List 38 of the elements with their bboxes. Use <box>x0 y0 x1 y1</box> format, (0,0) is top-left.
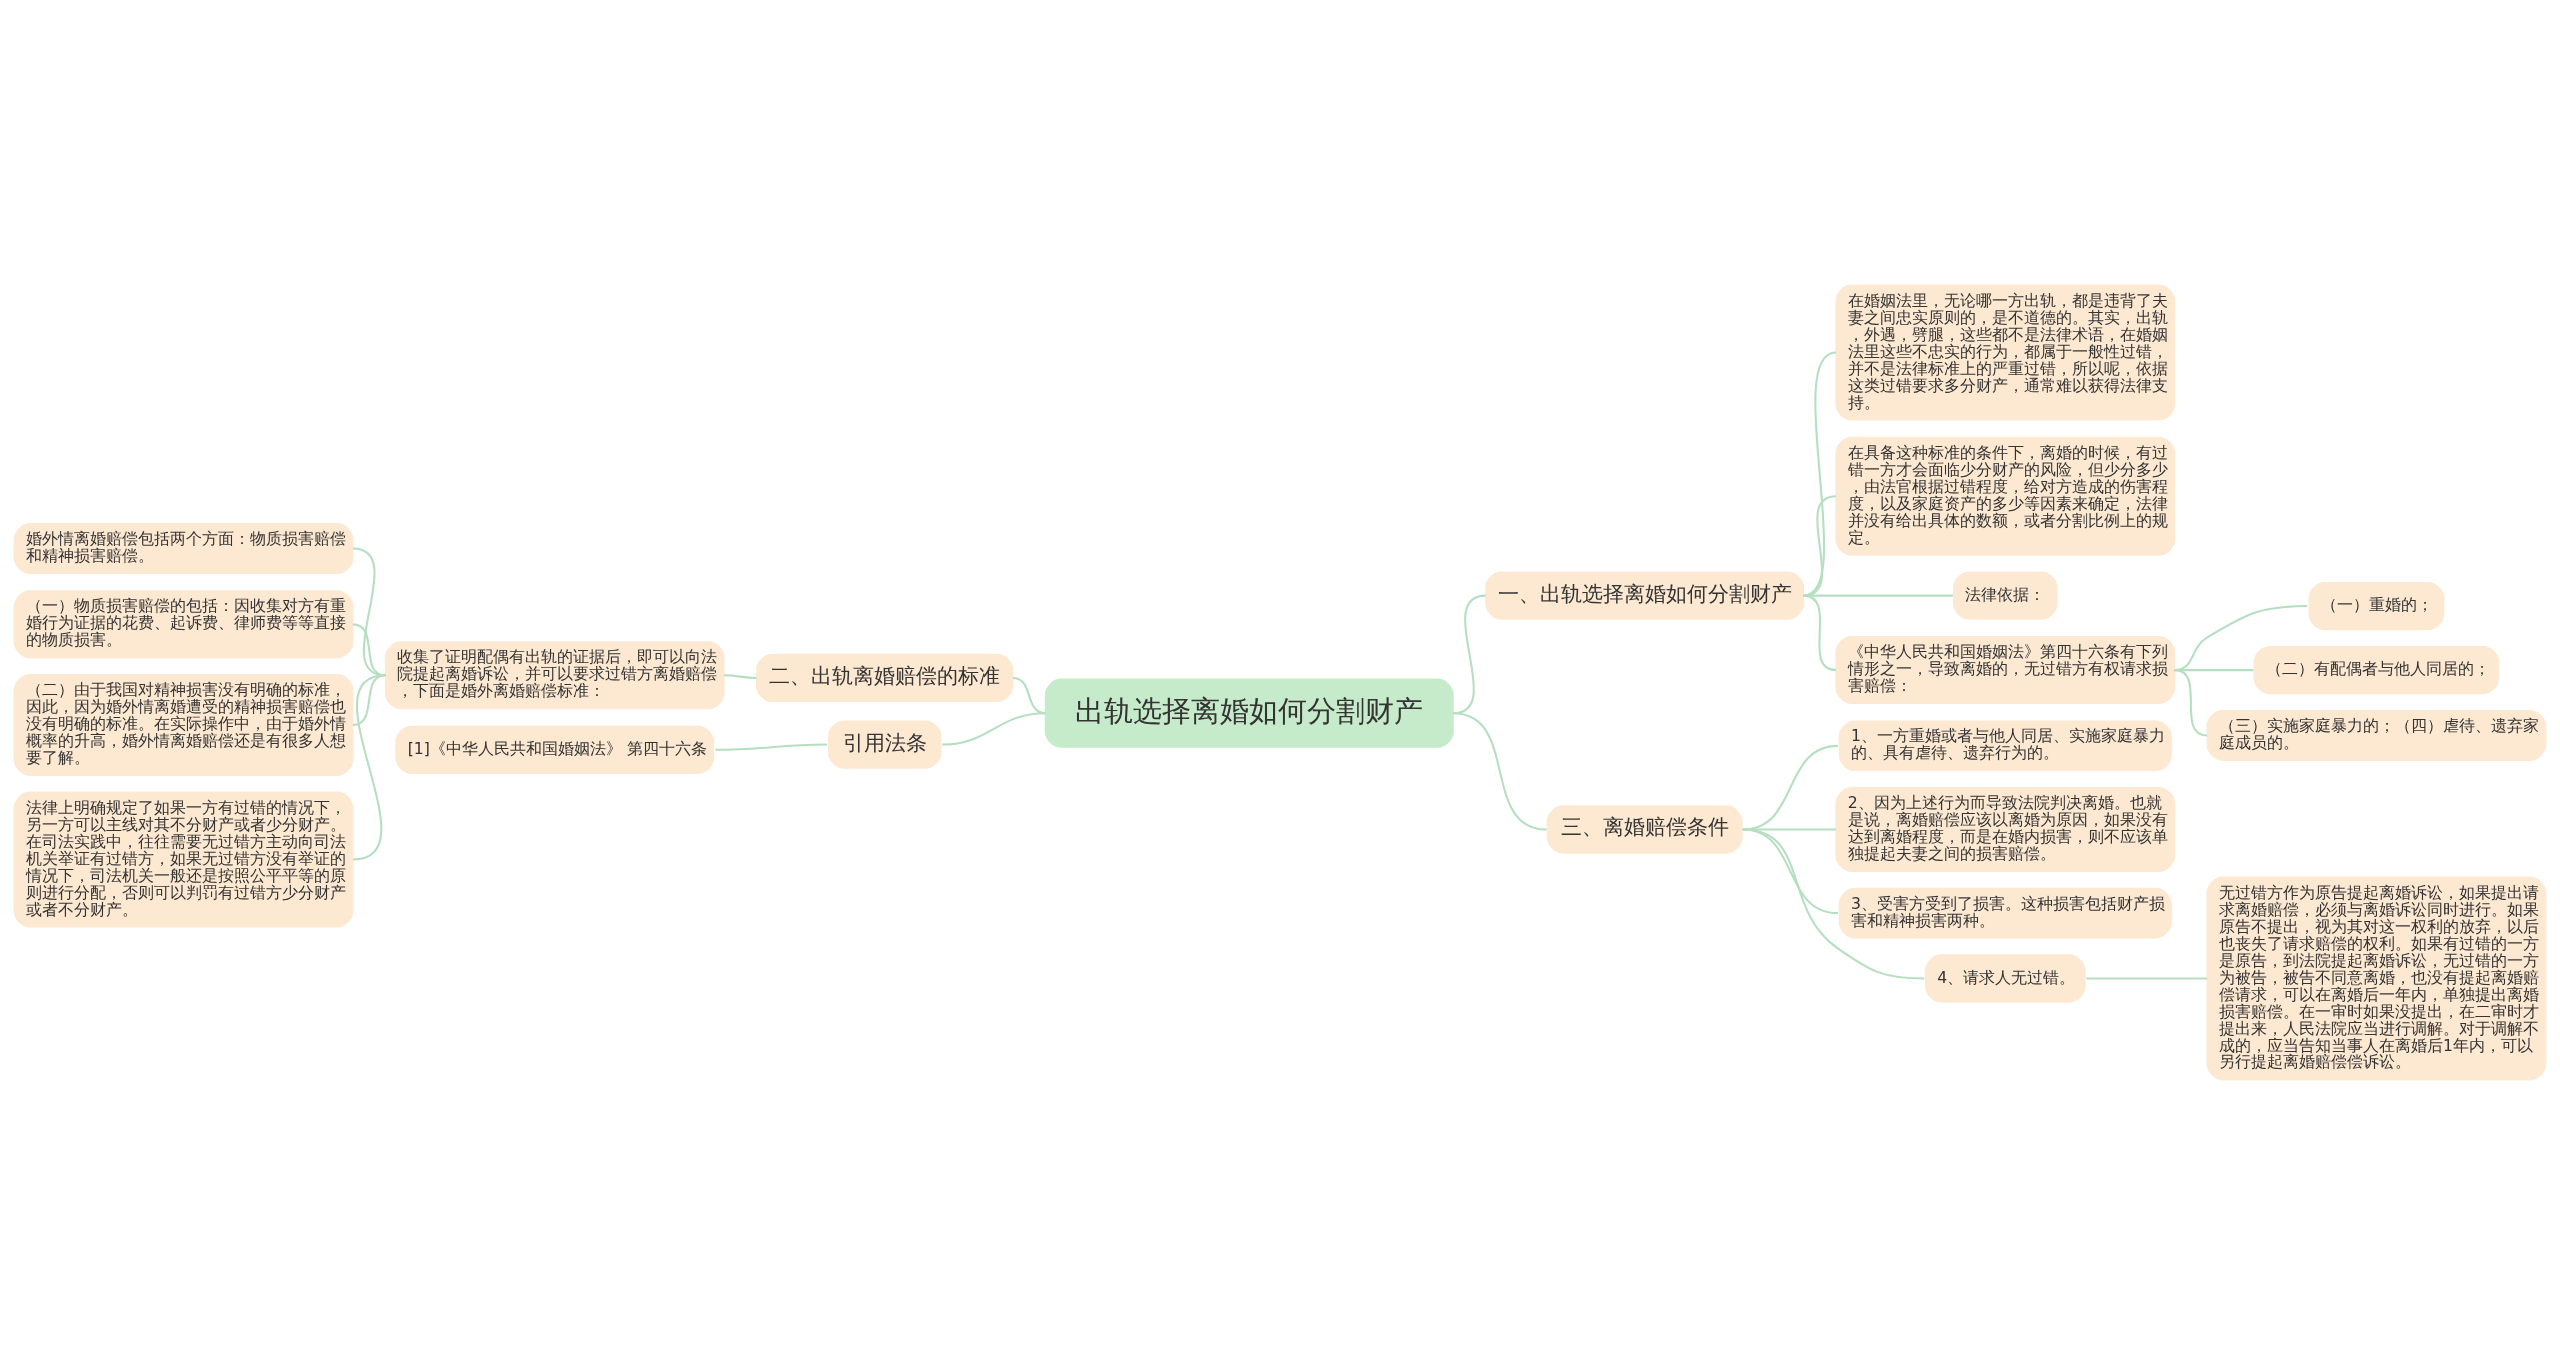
connector <box>352 674 386 861</box>
connector <box>1742 744 1839 831</box>
connector <box>1453 712 1547 831</box>
node-box: 1、一方重婚或者与他人同居、实施家庭暴力的、具有虐待、遗弃行为的。 <box>1838 720 2172 772</box>
node-box: 出轨选择离婚如何分割财产 <box>1044 678 1454 748</box>
node-box: 无过错方作为原告提起离婚诉讼，如果提出请求离婚赔偿，必须与离婚诉讼同时进行。如果原告不提出，视为其对这一权利的放弃，以后也丧失了请求赔偿的权利。如果有过错的一方是原告，到法院提起离婚诉讼，无过错的一方为被告，被告不同意离婚，也没有提起离婚赔偿请求，可以在离婚后一年内，单独提出离婚损害赔偿。在一审时如果没提出，在二审时才提出来，人民法院应当进行调解。对于调解不成的，应当告知当事人在离婚后1年内，可以另行提起离婚赔偿偿诉讼。 <box>2206 876 2547 1081</box>
connector <box>1803 594 1837 672</box>
node-box: 在具备这种标准的条件下，离婚的时候，有过错一方才会面临少分财产的风险，但少分多少，由法官根据过错程度，给对方造成的伤害程度，以及家庭资产的多少等因素来确定，法律并没有给出具体的数额，或者分割比例上的规定。 <box>1835 436 2176 556</box>
node-box: 二、出轨离婚赔偿的标准 <box>755 653 1014 703</box>
node-box: （二）由于我国对精神损害没有明确的标准，因此，因为婚外情离婚遭受的精神损害赔偿也没有明确的标准。在实际操作中，由于婚外情概率的升高，婚外情离婚赔偿还是有很多人想要了解。 <box>13 674 354 776</box>
node-box: 婚外情离婚赔偿包括两个方面：物质损害赔偿和精神损害赔偿。 <box>13 523 354 575</box>
connector <box>723 674 757 679</box>
connector <box>1742 828 1925 980</box>
node-box: （二）有配偶者与他人同居的； <box>2253 645 2500 695</box>
connector <box>1802 351 1837 597</box>
node-box: 4、请求人无过错。 <box>1924 954 2086 1003</box>
connector <box>1803 495 1837 597</box>
connector <box>2174 669 2208 737</box>
connector <box>1742 828 1837 831</box>
connector <box>715 743 828 751</box>
node-box: （三）实施家庭暴力的；（四）虐待、遗弃家庭成员的。 <box>2206 709 2547 761</box>
node-box: （一）重婚的； <box>2308 581 2445 631</box>
node-box: 《中华人民共和国婚姻法》第四十六条有下列情形之一，导致离婚的，无过错方有权请求损害赔偿： <box>1835 636 2176 705</box>
node-box: 在婚姻法里，无论哪一方出轨，都是违背了夫妻之间忠实原则的，是不道德的。其实，出轨，外遇，劈腿，这些都不是法律术语，在婚姻法里这些不忠实的行为，都属于一般性过错，并不是法律标准上的严重过错，所以呢，依据这类过错要求多分财产，通常难以获得法律支持。 <box>1835 284 2176 421</box>
connector <box>1742 828 1839 915</box>
node-box: 2、因为上述行为而导致法院判决离婚。也就是说，离婚赔偿应该以离婚为原因，如果没有达到离婚程度，而是在婚内损害，则不应该单独提起夫妻之间的损害赔偿。 <box>1835 787 2176 872</box>
connector <box>352 674 386 726</box>
node-box: 收集了证明配偶有出轨的证据后，即可以向法院提起离婚诉讼，并可以要求过错方离婚赔偿，下面是婚外离婚赔偿标准： <box>384 641 725 710</box>
connector <box>2086 977 2208 980</box>
node-box: [1]《中华人民共和国婚姻法》 第四十六条 <box>395 725 715 774</box>
node-box: 法律依据： <box>1953 571 2058 620</box>
node-box: 三、离婚赔偿条件 <box>1546 805 1743 854</box>
node-box: 法律上明确规定了如果一方有过错的情况下，另一方可以主线对其不分财产或者少分财产。在司法实践中，往往需要无过错方主动向司法机关举证有过错方，如果无过错方没有举证的情况下，司法机关一般还是按照公平平等的原则进行分配，否则可以判罚有过错方少分财产或者不分财产。 <box>13 791 354 928</box>
node-box: 引用法条 <box>827 720 942 769</box>
connector <box>942 712 1046 746</box>
node-box: 3、受害方受到了损害。这种损害包括财产损害和精神损害两种。 <box>1838 887 2172 939</box>
node-box: （一）物质损害赔偿的包括：因收集对方有重婚行为证据的花费、起诉费、律师费等等直接的物质损害。 <box>13 590 354 659</box>
node-box: 一、出轨选择离婚如何分割财产 <box>1485 571 1805 620</box>
